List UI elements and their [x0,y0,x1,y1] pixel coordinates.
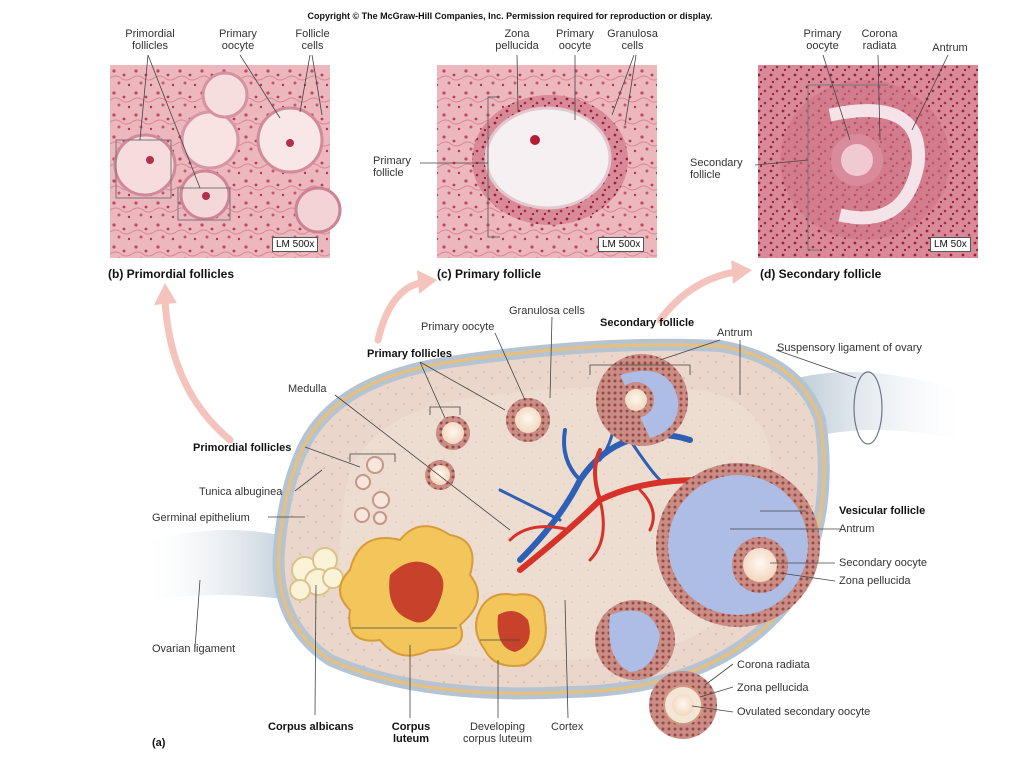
label-antrum-right: Antrum [839,523,875,535]
suspensory-ligament-shape [790,372,960,440]
caption-d: (d) Secondary follicle [760,267,882,281]
label-primordial-follicles-a: Primordial follicles [193,442,292,454]
magnification-b: LM 500x [272,237,319,252]
label-follicle-cells-b: Follicle cells [295,28,330,52]
caption-c: (c) Primary follicle [437,267,542,281]
label-primordial-follicles-b: Primordial follicles [125,28,175,52]
label-primary-oocyte-d: Primary oocyte [803,28,842,52]
label-zona-pellucida-bottom: Zona pellucida [737,682,809,694]
ovarian-ligament-shape [150,530,300,600]
label-granulosa-cells-a: Granulosa cells [509,305,585,317]
label-tunica-albuginea: Tunica albuginea [199,486,283,498]
primordial-follicles-shape [354,456,390,525]
leader-lines [139,54,949,719]
label-zona-pellucida-c: Zona pellucida [495,28,539,52]
label-suspensory-ligament: Suspensory ligament of ovary [777,342,922,354]
micrograph-primordial-follicles [110,65,342,258]
developing-corpus-luteum-shape [475,593,547,667]
label-secondary-follicle-d: Secondary follicle [690,157,743,181]
label-primary-follicle-c: Primary follicle [373,155,411,179]
label-corona-radiata-a: Corona radiata [737,659,810,671]
secondary-follicle-shape [596,354,688,446]
corpus-luteum-shape [339,525,479,657]
label-panel-a: (a) [152,737,166,749]
label-primary-oocyte-a: Primary oocyte [421,321,495,333]
label-cortex: Cortex [551,721,584,733]
label-secondary-oocyte: Secondary oocyte [839,557,928,569]
label-corpus-albicans: Corpus albicans [268,721,354,733]
label-developing-corpus-luteum: Developing corpus luteum [462,721,533,745]
label-corona-radiata-d: Corona radiata [861,28,898,52]
label-germinal-epithelium: Germinal epithelium [152,512,250,524]
label-primary-oocyte-c: Primary oocyte [556,28,594,52]
label-corpus-luteum: Corpus luteum [391,721,431,745]
label-zona-pellucida-right: Zona pellucida [839,575,911,587]
ruptured-follicle-shape [595,600,675,680]
label-antrum-top: Antrum [717,327,753,339]
label-primary-oocyte-b: Primary oocyte [219,28,257,52]
label-antrum-d: Antrum [932,42,968,54]
link-arrows [161,268,739,444]
label-medulla: Medulla [288,383,327,395]
label-granulosa-cells-c: Granulosa cells [607,28,658,52]
primary-follicles-shape [425,398,550,490]
label-ovulated-secondary-oocyte: Ovulated secondary oocyte [737,706,871,718]
ovulated-oocyte-shape [649,671,717,739]
caption-b: (b) Primordial follicles [108,267,235,281]
link-arrowheads [154,260,752,305]
label-ovarian-ligament: Ovarian ligament [152,643,236,655]
label-primary-follicles-a: Primary follicles [367,348,452,360]
magnification-d: LM 50x [930,237,971,252]
magnification-c: LM 500x [598,237,645,252]
label-secondary-follicle-a: Secondary follicle [600,317,695,329]
vesicular-follicle-shape [656,463,820,627]
copyright-notice: Copyright © The McGraw-Hill Companies, I… [307,11,713,21]
micrograph-primary-follicle [437,65,657,258]
label-vesicular-follicle: Vesicular follicle [839,505,926,517]
